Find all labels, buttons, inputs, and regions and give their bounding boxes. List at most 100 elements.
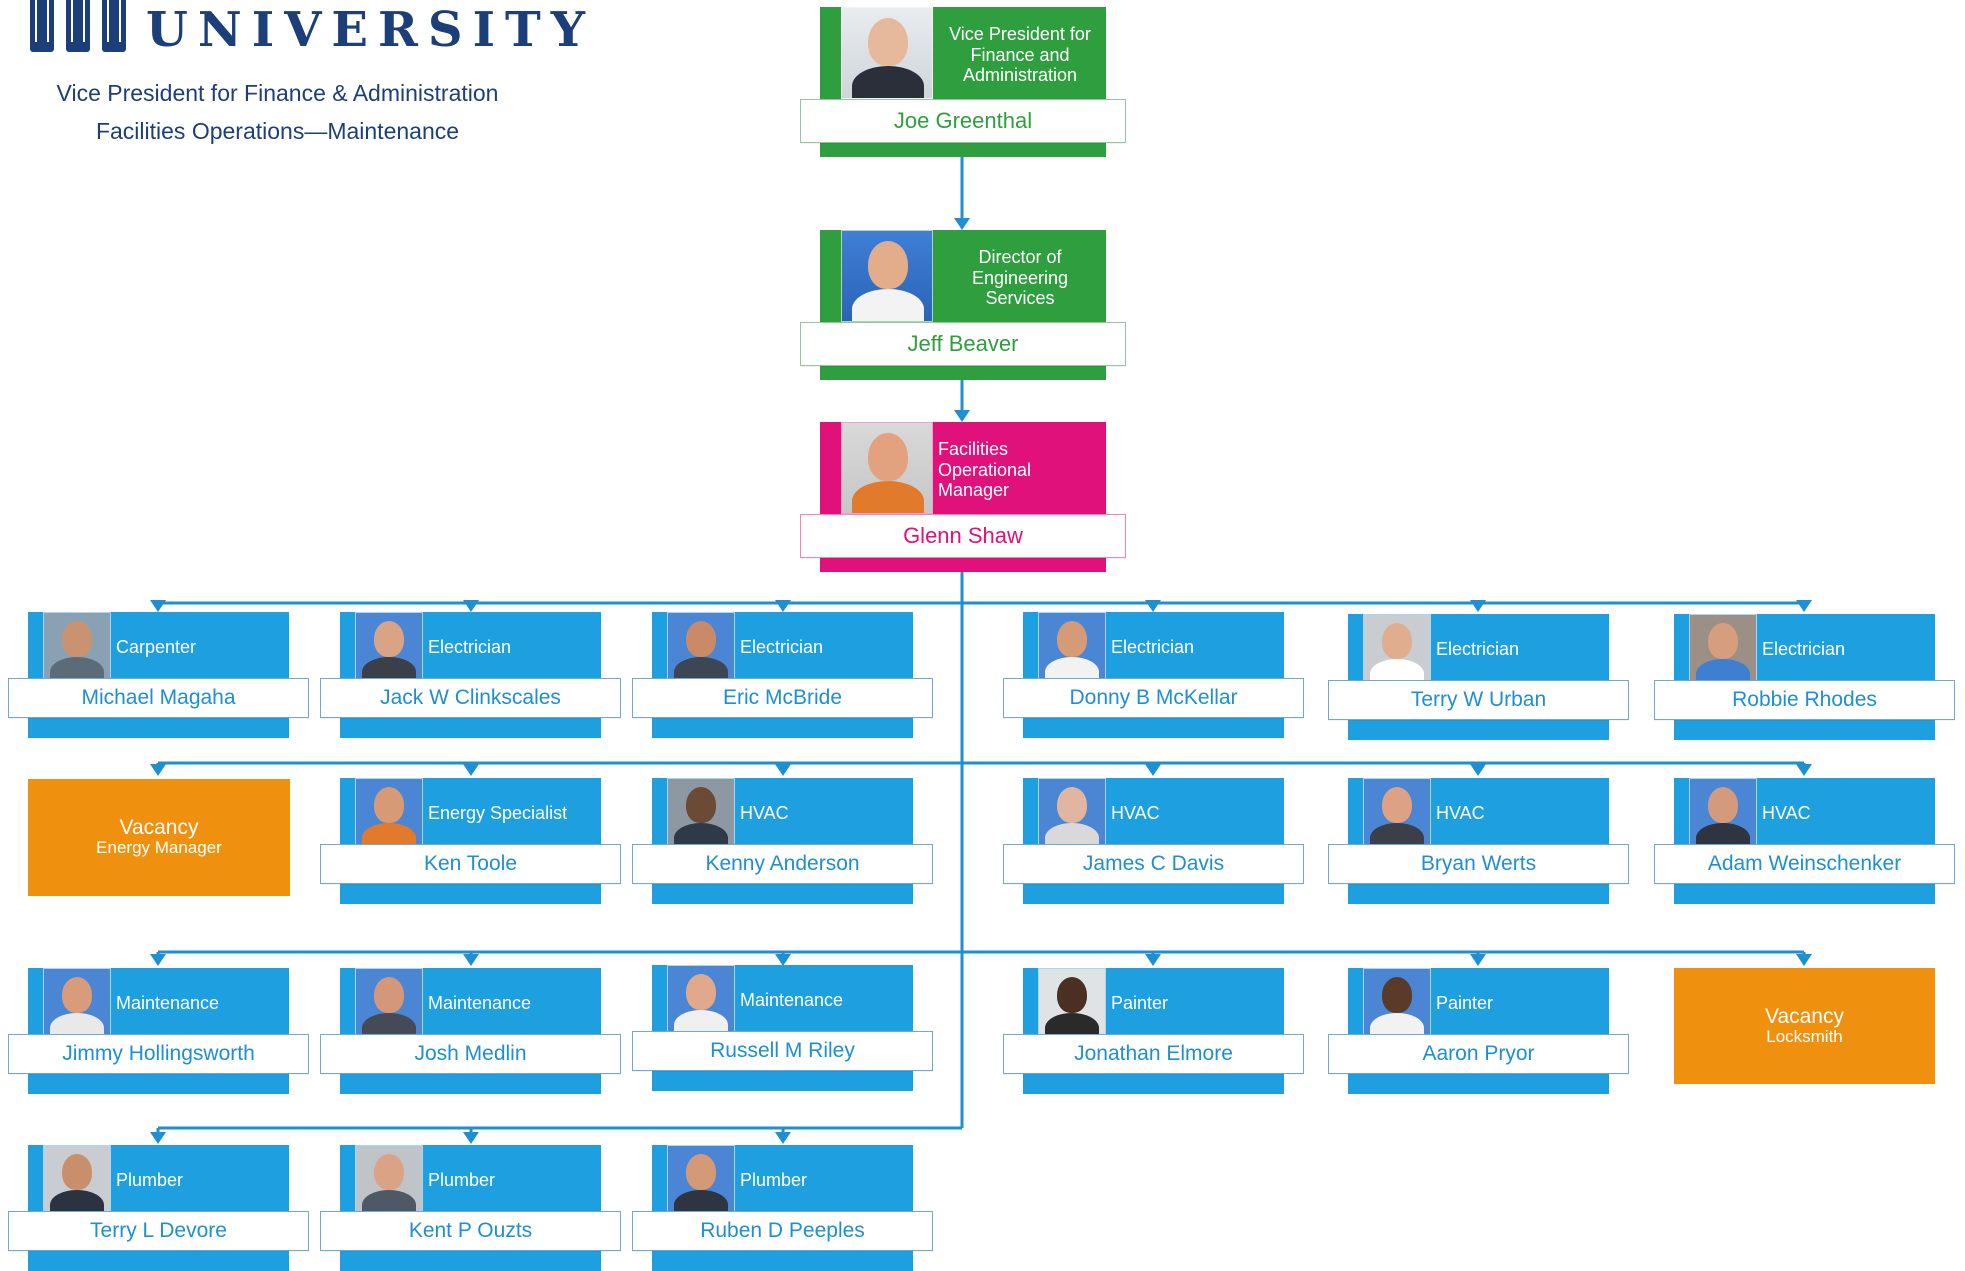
person-photo: [667, 778, 735, 846]
arrow-down-icon: [1470, 954, 1486, 966]
role-label: Plumber: [428, 1169, 496, 1190]
name-label: Terry L Devore: [8, 1211, 309, 1251]
role-label: Maintenance: [116, 992, 220, 1013]
role-label: Electrician: [1436, 638, 1520, 659]
arrow-down-icon: [954, 218, 970, 230]
arrow-down-icon: [463, 954, 479, 966]
arrow-down-icon: [775, 1132, 791, 1144]
person-photo: [1689, 614, 1757, 682]
role-label: Maintenance: [428, 992, 532, 1013]
name-label: Robbie Rhodes: [1654, 680, 1955, 720]
person-photo: [841, 230, 933, 322]
person-photo: [1363, 614, 1431, 682]
vacancy-title: Vacancy: [119, 816, 199, 840]
arrow-down-icon: [1470, 764, 1486, 776]
name-label: Joe Greenthal: [800, 99, 1126, 143]
arrow-down-icon: [1145, 600, 1161, 612]
person-photo: [43, 1145, 111, 1213]
arrow-down-icon: [463, 1132, 479, 1144]
name-label: Michael Magaha: [8, 678, 309, 718]
department-title: Facilities Operations—Maintenance: [95, 118, 460, 144]
name-label: Terry W Urban: [1328, 680, 1629, 720]
staff-card[interactable]: Plumber Terry L Devore: [8, 1145, 309, 1271]
name-label: Aaron Pryor: [1328, 1034, 1629, 1074]
arrow-down-icon: [1796, 600, 1812, 612]
staff-card[interactable]: Electrician Donny B McKellar: [1003, 612, 1304, 738]
name-label: Ken Toole: [320, 844, 621, 884]
staff-card[interactable]: Electrician Terry W Urban: [1328, 614, 1629, 740]
person-photo: [355, 778, 423, 846]
person-photo: [1363, 968, 1431, 1036]
leader-card-manager[interactable]: Facilities Operational Manager Glenn Sha…: [800, 422, 1126, 572]
staff-card[interactable]: Plumber Kent P Ouzts: [320, 1145, 621, 1271]
person-photo: [667, 965, 735, 1033]
staff-card[interactable]: HVAC Adam Weinschenker: [1654, 778, 1955, 904]
arrow-down-icon: [1796, 954, 1812, 966]
role-label: HVAC: [1762, 802, 1811, 823]
staff-card[interactable]: HVAC Bryan Werts: [1328, 778, 1629, 904]
leader-card-director[interactable]: Director of Engineering Services Jeff Be…: [800, 230, 1126, 380]
arrow-down-icon: [1145, 954, 1161, 966]
vacancy-title: Vacancy: [1765, 1004, 1844, 1028]
staff-card[interactable]: Maintenance Josh Medlin: [320, 968, 621, 1094]
name-label: Jack W Clinkscales: [320, 678, 621, 718]
name-label: Jeff Beaver: [800, 322, 1126, 366]
university-wordmark: UNIVERSITY: [146, 2, 596, 58]
role-label: HVAC: [1436, 802, 1485, 823]
person-photo: [43, 612, 111, 680]
role-label: Director of Engineering Services: [971, 246, 1069, 309]
role-label: Carpenter: [116, 636, 197, 657]
staff-card[interactable]: Electrician Jack W Clinkscales: [320, 612, 621, 738]
name-label: Russell M Riley: [632, 1031, 933, 1071]
staff-card[interactable]: HVAC James C Davis: [1003, 778, 1304, 904]
person-photo: [841, 422, 933, 514]
name-label: Eric McBride: [632, 678, 933, 718]
name-label: Josh Medlin: [320, 1034, 621, 1074]
name-label: Donny B McKellar: [1003, 678, 1304, 718]
staff-card[interactable]: Painter Jonathan Elmore: [1003, 968, 1304, 1094]
staff-card[interactable]: Maintenance Jimmy Hollingsworth: [8, 968, 309, 1094]
arrow-down-icon: [1145, 764, 1161, 776]
arrow-down-icon: [150, 600, 166, 612]
name-label: Glenn Shaw: [800, 514, 1126, 558]
role-label: Painter: [1111, 992, 1169, 1013]
vacancy-card[interactable]: Vacancy Energy Manager: [28, 779, 290, 896]
arrow-down-icon: [775, 764, 791, 776]
arrow-down-icon: [150, 954, 166, 966]
university-logo: UNIVERSITY Vice President for Finance & …: [0, 0, 585, 160]
arrow-down-icon: [1796, 764, 1812, 776]
division-title: Vice President for Finance & Administrat…: [56, 80, 499, 106]
role-label: Vice President for Finance and Administr…: [949, 23, 1091, 86]
staff-card[interactable]: Plumber Ruben D Peeples: [632, 1145, 933, 1271]
staff-card[interactable]: Electrician Eric McBride: [632, 612, 933, 738]
name-label: Bryan Werts: [1328, 844, 1629, 884]
staff-card[interactable]: Painter Aaron Pryor: [1328, 968, 1629, 1094]
arrow-down-icon: [463, 764, 479, 776]
person-photo: [1038, 968, 1106, 1036]
role-label: HVAC: [740, 802, 789, 823]
role-label: Electrician: [740, 636, 824, 657]
person-photo: [355, 1145, 423, 1213]
role-label: Plumber: [740, 1169, 808, 1190]
person-photo: [1689, 778, 1757, 846]
role-label: HVAC: [1111, 802, 1160, 823]
staff-card[interactable]: Maintenance Russell M Riley: [632, 965, 933, 1091]
role-label: Facilities Operational Manager: [938, 438, 1032, 501]
staff-card[interactable]: Carpenter Michael Magaha: [8, 612, 309, 738]
vacancy-role: Energy Manager: [96, 838, 222, 858]
staff-card[interactable]: Electrician Robbie Rhodes: [1654, 614, 1955, 740]
person-photo: [667, 612, 735, 680]
vacancy-card[interactable]: Vacancy Locksmith: [1674, 968, 1935, 1084]
name-label: James C Davis: [1003, 844, 1304, 884]
name-label: Ruben D Peeples: [632, 1211, 933, 1251]
role-label: Plumber: [116, 1169, 184, 1190]
name-label: Adam Weinschenker: [1654, 844, 1955, 884]
role-label: Electrician: [1762, 638, 1846, 659]
person-photo: [1038, 778, 1106, 846]
person-photo: [355, 612, 423, 680]
leader-card-vp[interactable]: Vice President for Finance and Administr…: [800, 7, 1126, 157]
arrow-down-icon: [150, 764, 166, 776]
staff-card[interactable]: HVAC Kenny Anderson: [632, 778, 933, 904]
staff-card[interactable]: Energy Specialist Ken Toole: [320, 778, 621, 904]
